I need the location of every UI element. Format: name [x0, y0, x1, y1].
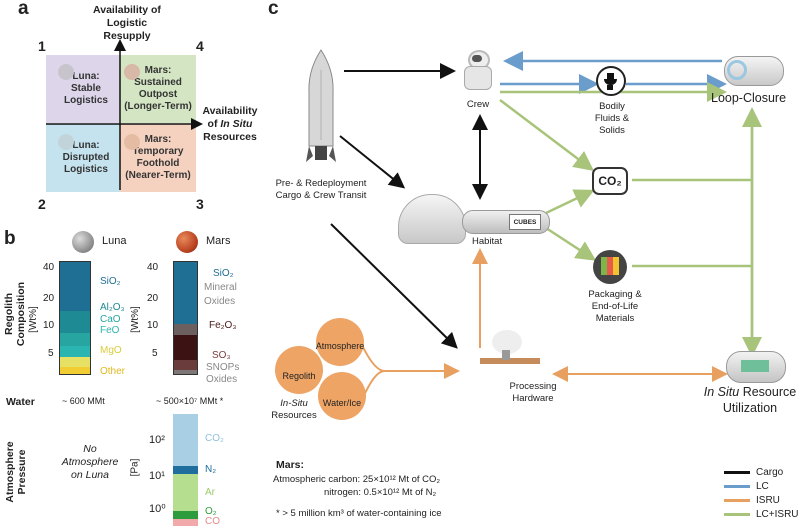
mars-carbon-note: Atmospheric carbon: 25×10¹² Mt of CO₂ — [273, 474, 441, 485]
luna-tick-5: 5 — [48, 348, 54, 359]
luna-label-al2o3: Al₂O₃ — [100, 302, 125, 313]
axis-a-y-label: Availability of Logistic Resupply — [93, 4, 161, 42]
atm-seg-ar — [173, 474, 198, 511]
atm-label-o2: O₂ — [205, 506, 217, 517]
astronaut-icon — [462, 50, 492, 90]
co2-box: CO₂ — [592, 167, 628, 195]
legend-lc-isru: LC+ISRU — [724, 509, 798, 520]
regolith-resource-icon: Regolith — [275, 346, 323, 394]
atm-seg-co2 — [173, 414, 198, 466]
luna-tick-20: 20 — [43, 293, 55, 304]
luna-seg-5 — [60, 367, 90, 374]
quadrant-number-2: 2 — [38, 196, 46, 212]
legend-lc: LC — [724, 481, 769, 492]
mars-composition-bar — [173, 261, 198, 375]
habitat-label: Habitat — [472, 236, 503, 247]
mars-tick-5: 5 — [152, 348, 158, 359]
water-ice-footnote: * > 5 million km³ of water-containing ic… — [276, 508, 442, 519]
panel-a-letter: a — [18, 0, 29, 19]
luna-tick-40: 40 — [43, 262, 55, 273]
luna-label-cao: CaO — [100, 314, 121, 325]
mars-atm-tick-1: 10⁰ — [149, 503, 166, 515]
isru-label: In Situ Resource Utilization — [703, 385, 797, 415]
mars-atmosphere-bar — [173, 414, 198, 526]
mars-label-fe2o3: Fe₂O₃ — [209, 320, 237, 331]
atm-label-co2: CO₂ — [205, 433, 224, 444]
processing-hardware-icon — [470, 330, 550, 370]
axis-a-x-label: Availability of In Situ Resources — [202, 105, 258, 143]
habitat-tube-icon: CUBES — [462, 210, 550, 234]
mars-seg-2 — [174, 335, 197, 360]
mars-image — [176, 231, 198, 253]
mars-tick-20: 20 — [147, 293, 159, 304]
toilet-icon — [596, 66, 626, 96]
atm-seg-co — [173, 519, 198, 526]
loop-closure-module-icon — [724, 56, 784, 86]
loop-closure-label: Loop-Closure — [711, 91, 787, 105]
mars-seg-0 — [174, 262, 197, 324]
luna-seg-4 — [60, 357, 90, 367]
mars-seg-1 — [174, 324, 197, 335]
luna-title: Luna — [102, 235, 127, 247]
panel-c-letter: c — [268, 0, 279, 19]
luna-label-other: Other — [100, 366, 126, 377]
atm-seg-n2 — [173, 466, 198, 474]
luna-label-feo: FeO — [100, 325, 120, 336]
mars-atm-tick-10: 10¹ — [149, 470, 165, 482]
mars-seg-4 — [174, 370, 197, 374]
legend-cargo: Cargo — [724, 467, 783, 478]
mars-nitrogen-note: nitrogen: 0.5×10¹² Mt of N₂ — [324, 487, 437, 498]
mars-title: Mars — [206, 235, 231, 247]
atm-label-n2: N₂ — [205, 464, 217, 475]
mars-notes-title: Mars: — [276, 459, 305, 471]
water-label: Water — [6, 396, 35, 408]
luna-water-value: ~ 600 MMt — [62, 396, 105, 406]
recycling-bin-icon — [593, 250, 627, 284]
luna-label-mgo: MgO — [100, 345, 122, 356]
quadrant-number-3: 3 — [196, 196, 204, 212]
mars-seg-3 — [174, 360, 197, 370]
luna-seg-3 — [60, 346, 90, 357]
panel-b-letter: b — [4, 228, 16, 249]
quadrant-number-1: 1 — [38, 38, 46, 54]
mars-label-sio2: SiO₂ — [213, 268, 234, 279]
luna-tick-10: 10 — [43, 320, 55, 331]
luna-seg-1 — [60, 311, 90, 333]
starship-icon — [306, 49, 336, 168]
cubes-logo: CUBES — [509, 214, 541, 230]
atmosphere-resource-icon: Atmosphere — [316, 318, 364, 366]
isru-module-icon — [726, 351, 786, 383]
mars-atm-tick-100: 10² — [149, 434, 165, 446]
mars-tick-40: 40 — [147, 262, 159, 273]
legend-isru: ISRU — [724, 495, 780, 506]
mars-tick-10: 10 — [147, 320, 159, 331]
crew-label: Crew — [466, 99, 490, 110]
luna-seg-0 — [60, 262, 90, 311]
luna-seg-2 — [60, 333, 90, 346]
water-ice-resource-icon: Water/Ice — [318, 372, 366, 420]
luna-image — [72, 231, 94, 253]
mars-water-value: ~ 500×10⁷ MMt * — [156, 396, 224, 406]
luna-label-sio2: SiO₂ — [100, 276, 121, 287]
mars-label-so3: SO₃ — [212, 350, 231, 361]
atm-label-ar: Ar — [205, 487, 215, 498]
atm-seg-o2 — [173, 511, 198, 519]
atm-label-co: CO — [205, 516, 220, 527]
luna-composition-bar — [59, 261, 91, 375]
quadrant-number-4: 4 — [196, 38, 204, 54]
